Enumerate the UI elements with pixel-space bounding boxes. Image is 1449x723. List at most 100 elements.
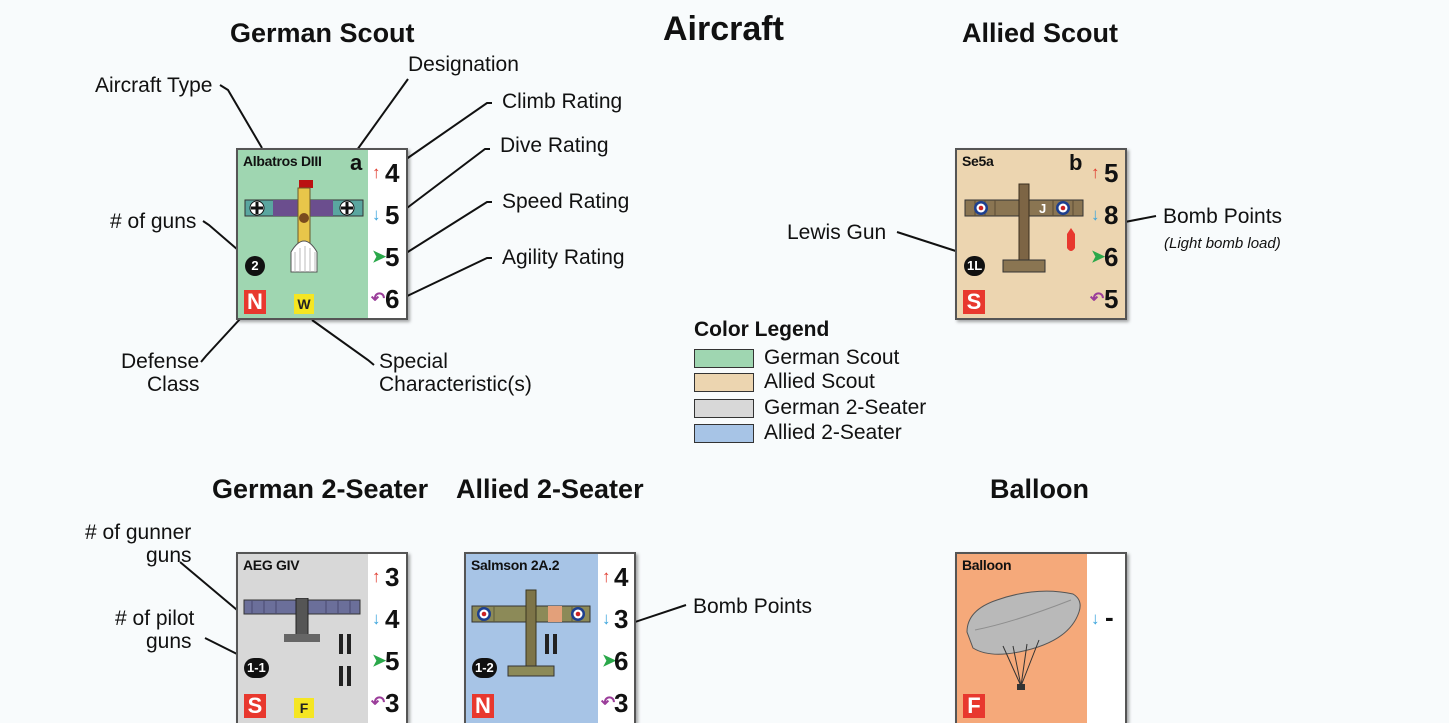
counter-se5a: Se5a b J 1L S ↑ 5 ↓ 8 ➤ 6 ↶ 5 bbox=[955, 148, 1127, 320]
arrow-down-icon: ↓ bbox=[372, 205, 381, 224]
counter-face: Balloon F bbox=[957, 554, 1087, 723]
counter-guns: 1-2 bbox=[472, 658, 497, 678]
callout-gunner-guns-2: guns bbox=[146, 544, 192, 567]
counter-guns: 1L bbox=[964, 256, 986, 276]
counter-stats: ↓ - bbox=[1087, 554, 1125, 723]
callout-defense-class-2: Class bbox=[147, 373, 200, 396]
legend-swatch bbox=[694, 424, 754, 443]
arrow-up-icon: ↑ bbox=[372, 163, 381, 182]
allied-2seater-title: Allied 2-Seater bbox=[456, 474, 644, 504]
stat-speed: 6 bbox=[1104, 242, 1119, 272]
arrow-up-icon: ↑ bbox=[1091, 163, 1100, 182]
callout-lewis-gun: Lewis Gun bbox=[787, 221, 887, 244]
stat-agility: 3 bbox=[614, 688, 629, 718]
albatros-plane-icon bbox=[244, 180, 364, 273]
counter-albatros: Albatros DIII a 2 N W ↑ 4 ↓ 5 ➤ 5 ↶ 6 bbox=[236, 148, 408, 320]
counter-name: Balloon bbox=[962, 557, 1012, 573]
callout-special-2: Characteristic(s) bbox=[379, 373, 532, 396]
counter-salmson: Salmson 2A.2 1-2 N ↑ 4 ↓ 3 ➤ 6 ↶ 3 bbox=[464, 552, 636, 723]
se5a-plane-icon: J bbox=[964, 183, 1084, 273]
counter-face: Se5a b J 1L S bbox=[957, 150, 1125, 318]
callout-special-1: Special bbox=[379, 350, 448, 373]
counter-defense-class: N bbox=[244, 290, 266, 314]
german-2seater-title: German 2-Seater bbox=[212, 474, 429, 504]
stat-speed: 5 bbox=[385, 646, 400, 676]
legend-label: Allied 2-Seater bbox=[764, 421, 902, 444]
stat-climb: 3 bbox=[385, 562, 400, 592]
callout-speed-rating: Speed Rating bbox=[502, 190, 630, 213]
counter-face: Albatros DIII a 2 N W bbox=[238, 150, 368, 318]
counter-balloon: Balloon F ↓ - bbox=[955, 552, 1127, 723]
stat-agility: 6 bbox=[385, 284, 400, 314]
callout-pilot-guns-1: # of pilot bbox=[115, 607, 195, 630]
bomb-icon bbox=[545, 634, 557, 654]
leader-agility bbox=[402, 257, 492, 299]
german-scout-title: German Scout bbox=[230, 18, 415, 48]
arrow-right-icon: ➤ bbox=[602, 651, 617, 670]
stat-climb: 5 bbox=[1104, 158, 1119, 188]
stat-agility: 3 bbox=[385, 688, 400, 718]
stat-dive: 8 bbox=[1104, 200, 1119, 230]
counter-guns: 2 bbox=[245, 256, 265, 276]
legend-swatch bbox=[694, 399, 754, 418]
loop-arrow-icon: ↶ bbox=[371, 693, 386, 712]
leader-climb bbox=[401, 102, 492, 163]
page-title: Aircraft bbox=[663, 10, 784, 48]
counter-face: AEG GIV 1-1 S F bbox=[238, 554, 368, 723]
counter-defense-class: S bbox=[963, 290, 985, 314]
counter-defense-class: F bbox=[963, 694, 985, 718]
legend-swatch bbox=[694, 349, 754, 368]
legend-label: German 2-Seater bbox=[764, 396, 927, 419]
counter-special: W bbox=[294, 294, 314, 314]
legend-title: Color Legend bbox=[694, 318, 830, 341]
leader-lewis bbox=[896, 231, 966, 255]
callout-dive-rating: Dive Rating bbox=[500, 134, 609, 157]
bomb-icon bbox=[339, 634, 351, 686]
arrow-up-icon: ↑ bbox=[372, 567, 381, 586]
arrow-down-icon: ↓ bbox=[1091, 205, 1100, 224]
arrow-right-icon: ➤ bbox=[372, 651, 387, 670]
leader-gunner-guns bbox=[179, 561, 244, 616]
arrow-right-icon: ➤ bbox=[372, 247, 387, 266]
allied-scout-title: Allied Scout bbox=[962, 18, 1119, 48]
counter-name: Albatros DIII bbox=[243, 153, 322, 169]
leader-aircraft-type bbox=[219, 84, 263, 149]
stat-speed: 5 bbox=[385, 242, 400, 272]
balloon-icon bbox=[966, 590, 1081, 690]
callout-climb-rating: Climb Rating bbox=[502, 90, 623, 113]
callout-designation: Designation bbox=[408, 53, 519, 76]
stat-dive: 5 bbox=[385, 200, 400, 230]
leader-dive bbox=[402, 148, 490, 212]
counter-stats: ↑ 3 ↓ 4 ➤ 5 ↶ 3 bbox=[368, 554, 406, 723]
callout-gunner-guns-1: # of gunner bbox=[85, 521, 192, 544]
counter-stats: ↑ 5 ↓ 8 ➤ 6 ↶ 5 bbox=[1087, 150, 1125, 318]
counter-face: Salmson 2A.2 1-2 N bbox=[466, 554, 602, 723]
arrow-down-icon: ↓ bbox=[1091, 609, 1100, 628]
counter-stats: ↑ 4 ↓ 3 ➤ 6 ↶ 3 bbox=[598, 554, 634, 723]
callout-bomb-points-2: Bomb Points bbox=[693, 595, 813, 618]
callout-aircraft-type: Aircraft Type bbox=[95, 74, 213, 97]
counter-aeg: AEG GIV 1-1 S F ↑ 3 ↓ 4 ➤ 5 ↶ 3 bbox=[236, 552, 408, 723]
leader-guns bbox=[202, 220, 239, 251]
leader-defense bbox=[200, 318, 241, 363]
arrow-down-icon: ↓ bbox=[602, 609, 611, 628]
leader-special bbox=[311, 319, 375, 366]
counter-designation: a bbox=[350, 150, 363, 175]
counter-special: F bbox=[294, 698, 314, 718]
counter-name: Salmson 2A.2 bbox=[471, 557, 560, 573]
callout-light-bomb-load: (Light bomb load) bbox=[1164, 235, 1281, 252]
callout-defense-class-1: Defense bbox=[121, 350, 200, 373]
stat-climb: 4 bbox=[385, 158, 400, 188]
arrow-down-icon: ↓ bbox=[372, 609, 381, 628]
stat-dive: 4 bbox=[385, 604, 400, 634]
loop-arrow-icon: ↶ bbox=[601, 693, 616, 712]
counter-designation: b bbox=[1069, 150, 1083, 175]
loop-arrow-icon: ↶ bbox=[1090, 289, 1105, 308]
legend-label: German Scout bbox=[764, 346, 900, 369]
arrow-up-icon: ↑ bbox=[602, 567, 611, 586]
aeg-plane-icon bbox=[243, 598, 361, 642]
stat-agility: 5 bbox=[1104, 284, 1119, 314]
legend-swatch bbox=[694, 373, 754, 392]
callout-guns: # of guns bbox=[110, 210, 197, 233]
counter-stats: ↑ 4 ↓ 5 ➤ 5 ↶ 6 bbox=[368, 150, 406, 318]
